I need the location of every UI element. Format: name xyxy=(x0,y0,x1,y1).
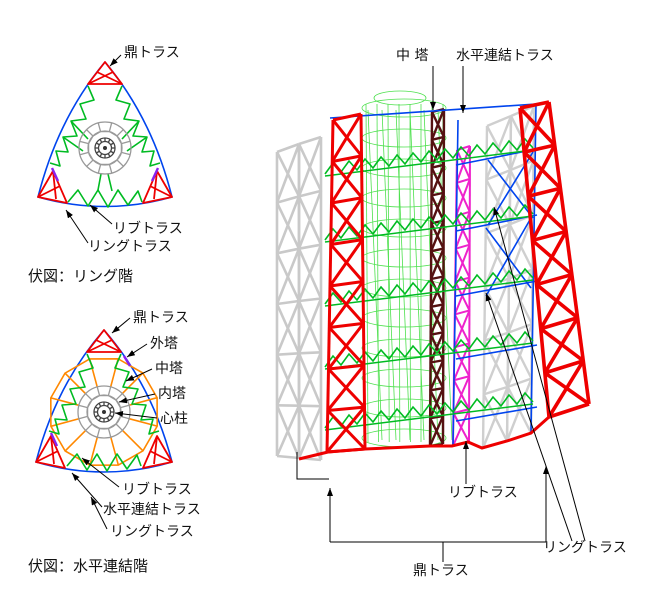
label-plan2-kanae: 鼎トラス xyxy=(133,310,189,326)
arrow-plan2-horizontal xyxy=(71,472,103,508)
label-elev-rib: リブトラス xyxy=(448,484,518,501)
elevation-view xyxy=(275,90,591,462)
plan2-rib-truss-bottom xyxy=(66,453,142,472)
elev-inner-tower-wireframe xyxy=(361,90,453,448)
arrow-elev-ring-1 xyxy=(493,206,586,542)
label-plan2-inner-tower: 内塔 xyxy=(158,386,186,402)
arrow-plan2-middle xyxy=(125,368,153,382)
plan2-callouts: 鼎トラス 外塔 中塔 内塔 心柱 リブトラス 水平連結トラス リングトラス 伏図… xyxy=(28,310,201,575)
label-elev-middle-tower: 中 塔 xyxy=(396,48,428,64)
plan1-rib-truss-right xyxy=(115,85,161,167)
elevation-callouts: 中 塔 水平連結トラス リブトラス 鼎トラス リングトラス xyxy=(296,48,627,579)
label-plan2-horizontal: 水平連結トラス xyxy=(103,502,201,518)
plan1-callouts: 鼎トラス リブトラス リングトラス 伏図：リング階 xyxy=(28,45,183,285)
elev-right-gray-truss-1 xyxy=(481,114,513,450)
label-plan1-ring: リングトラス xyxy=(88,239,172,255)
plan2-rib-truss-right xyxy=(114,353,160,435)
caption-plan1: 伏図：リング階 xyxy=(28,267,133,285)
elev-kanae-truss-right xyxy=(518,100,591,419)
plan2-ring-spokes xyxy=(78,386,130,438)
plan2-core-spokes xyxy=(94,402,114,422)
plan2-center-dot xyxy=(102,410,106,414)
plan2-middle-tower-ring xyxy=(77,385,131,439)
plan1-inner-connectors xyxy=(62,120,148,192)
label-elev-kanae: 鼎トラス xyxy=(413,563,469,579)
arrow-plan1-kanae xyxy=(109,54,122,67)
label-elev-horizontal: 水平連結トラス xyxy=(456,48,554,64)
label-elev-ring: リングトラス xyxy=(543,540,627,556)
label-plan2-center-column: 心柱 xyxy=(160,411,188,427)
label-plan2-rib: リブトラス xyxy=(122,481,192,498)
label-plan2-outer-tower: 外塔 xyxy=(150,336,178,352)
arrow-plan2-kanae xyxy=(111,317,131,334)
caption-plan2: 伏図：水平連結階 xyxy=(28,557,148,575)
elev-kanae-truss-left xyxy=(325,112,367,454)
plan1-kanae-corner-trusses xyxy=(37,61,173,204)
arrow-plan2-rib xyxy=(81,457,120,488)
label-plan2-middle-tower: 中塔 xyxy=(155,361,183,377)
arrow-plan1-ring xyxy=(65,209,89,244)
arrow-plan2-center-column xyxy=(114,410,158,419)
arrow-plan1-rib xyxy=(89,204,113,225)
arrow-plan2-inner xyxy=(118,393,156,404)
elev-left-gray-truss-1 xyxy=(275,142,301,460)
plan1-rib-truss-left xyxy=(49,85,95,167)
plan1-outline xyxy=(37,61,173,208)
plan1-core-spokes xyxy=(95,138,115,158)
plan2-rib-truss-left xyxy=(48,353,94,435)
elev-kanae-left-bracket xyxy=(296,452,329,480)
label-plan2-ring: リングトラス xyxy=(110,524,194,540)
elev-kanae-bracket xyxy=(330,541,546,562)
plan2-outline xyxy=(35,329,173,473)
arrow-plan2-outer xyxy=(126,343,148,358)
plan-view-ring-floor xyxy=(37,61,173,208)
plan2-purple-segments xyxy=(49,355,132,447)
plan1-center-dot xyxy=(103,146,107,150)
plan1-purple-segments xyxy=(50,167,160,182)
arrow-plan2-ring xyxy=(90,496,108,530)
label-plan1-rib: リブトラス xyxy=(113,220,183,237)
elev-middle-tower-column xyxy=(428,107,446,448)
plan1-ring-outer xyxy=(78,121,132,175)
label-plan1-kanae: 鼎トラス xyxy=(124,45,180,61)
elev-left-gray-truss-2 xyxy=(297,135,323,462)
elev-ring-trusses xyxy=(324,137,534,431)
plan1-ring-spokes xyxy=(79,122,131,174)
plan2-kanae-corner-trusses xyxy=(35,329,173,469)
arrow-elev-ring-2 xyxy=(485,292,573,542)
plan1-rib-truss-bottom xyxy=(67,189,143,208)
elev-red-bottom-chord xyxy=(298,415,550,461)
